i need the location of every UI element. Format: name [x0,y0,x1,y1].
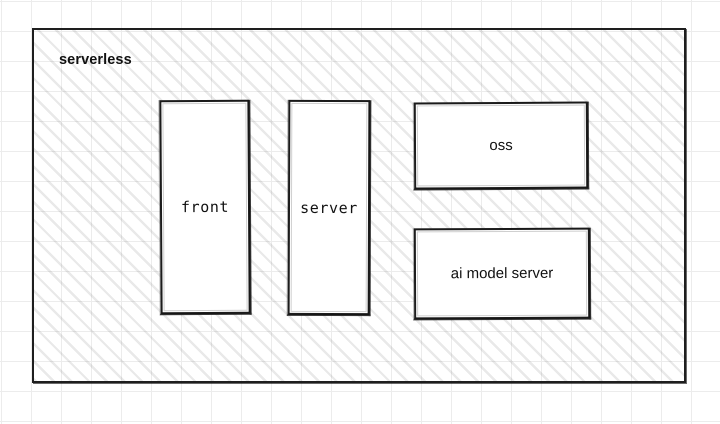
node-server-label: server [300,198,358,217]
node-server[interactable]: server [287,99,371,316]
node-front-label: front [180,197,230,217]
node-ai-model-server[interactable]: ai model server [413,227,591,320]
node-front[interactable]: front [159,99,251,315]
group-serverless-label: serverless [59,52,132,68]
node-oss[interactable]: oss [413,101,589,190]
node-ai-model-server-label: ai model server [450,264,554,283]
node-oss-label: oss [489,136,513,155]
